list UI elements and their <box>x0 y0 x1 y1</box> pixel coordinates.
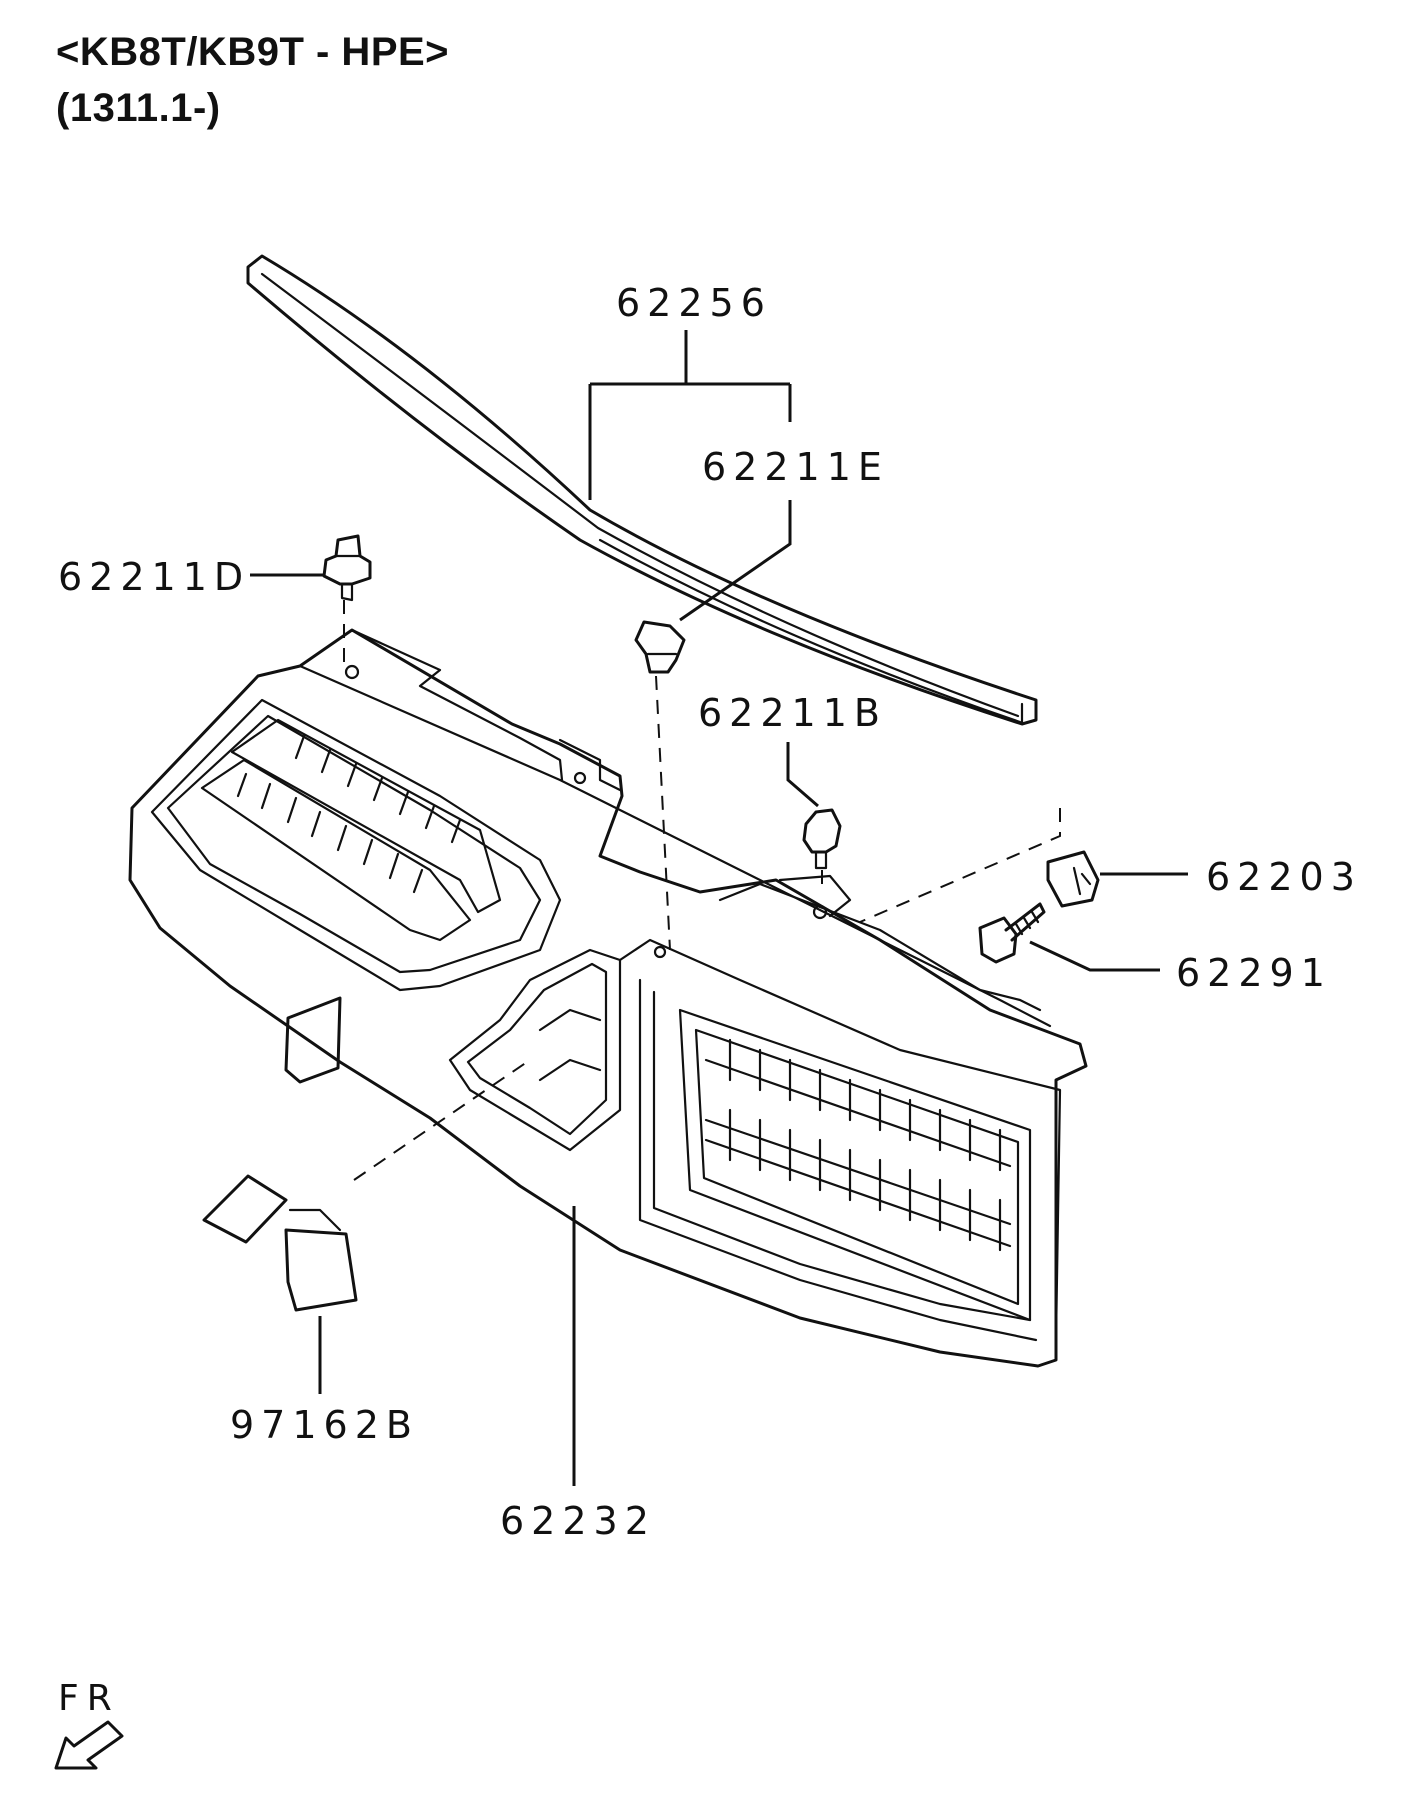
label-62211E: 62211E <box>702 445 889 489</box>
label-62211B: 62211B <box>698 691 887 735</box>
serial-range-title: (1311.1-) <box>56 86 221 130</box>
radiator-grille <box>128 628 1088 1368</box>
label-62256: 62256 <box>616 281 772 325</box>
model-code-title: <KB8T/KB9T - HPE> <box>56 30 450 74</box>
label-62291: 62291 <box>1176 951 1332 995</box>
label-62211D: 62211D <box>58 555 250 599</box>
nut-62203 <box>1046 850 1100 908</box>
front-label: FR <box>58 1678 120 1719</box>
label-62203: 62203 <box>1206 855 1362 899</box>
bolt-62291 <box>978 902 1046 964</box>
front-direction-arrow-icon <box>54 1720 124 1770</box>
leader-lines <box>250 330 1188 1486</box>
clip-62211B <box>802 808 842 870</box>
emblem-97162B <box>202 996 358 1312</box>
label-62232: 62232 <box>500 1499 656 1543</box>
clip-62211D <box>322 534 372 602</box>
upper-moulding-strip <box>246 254 1038 726</box>
clip-62211E <box>634 620 686 674</box>
label-97162B: 97162B <box>230 1403 419 1447</box>
